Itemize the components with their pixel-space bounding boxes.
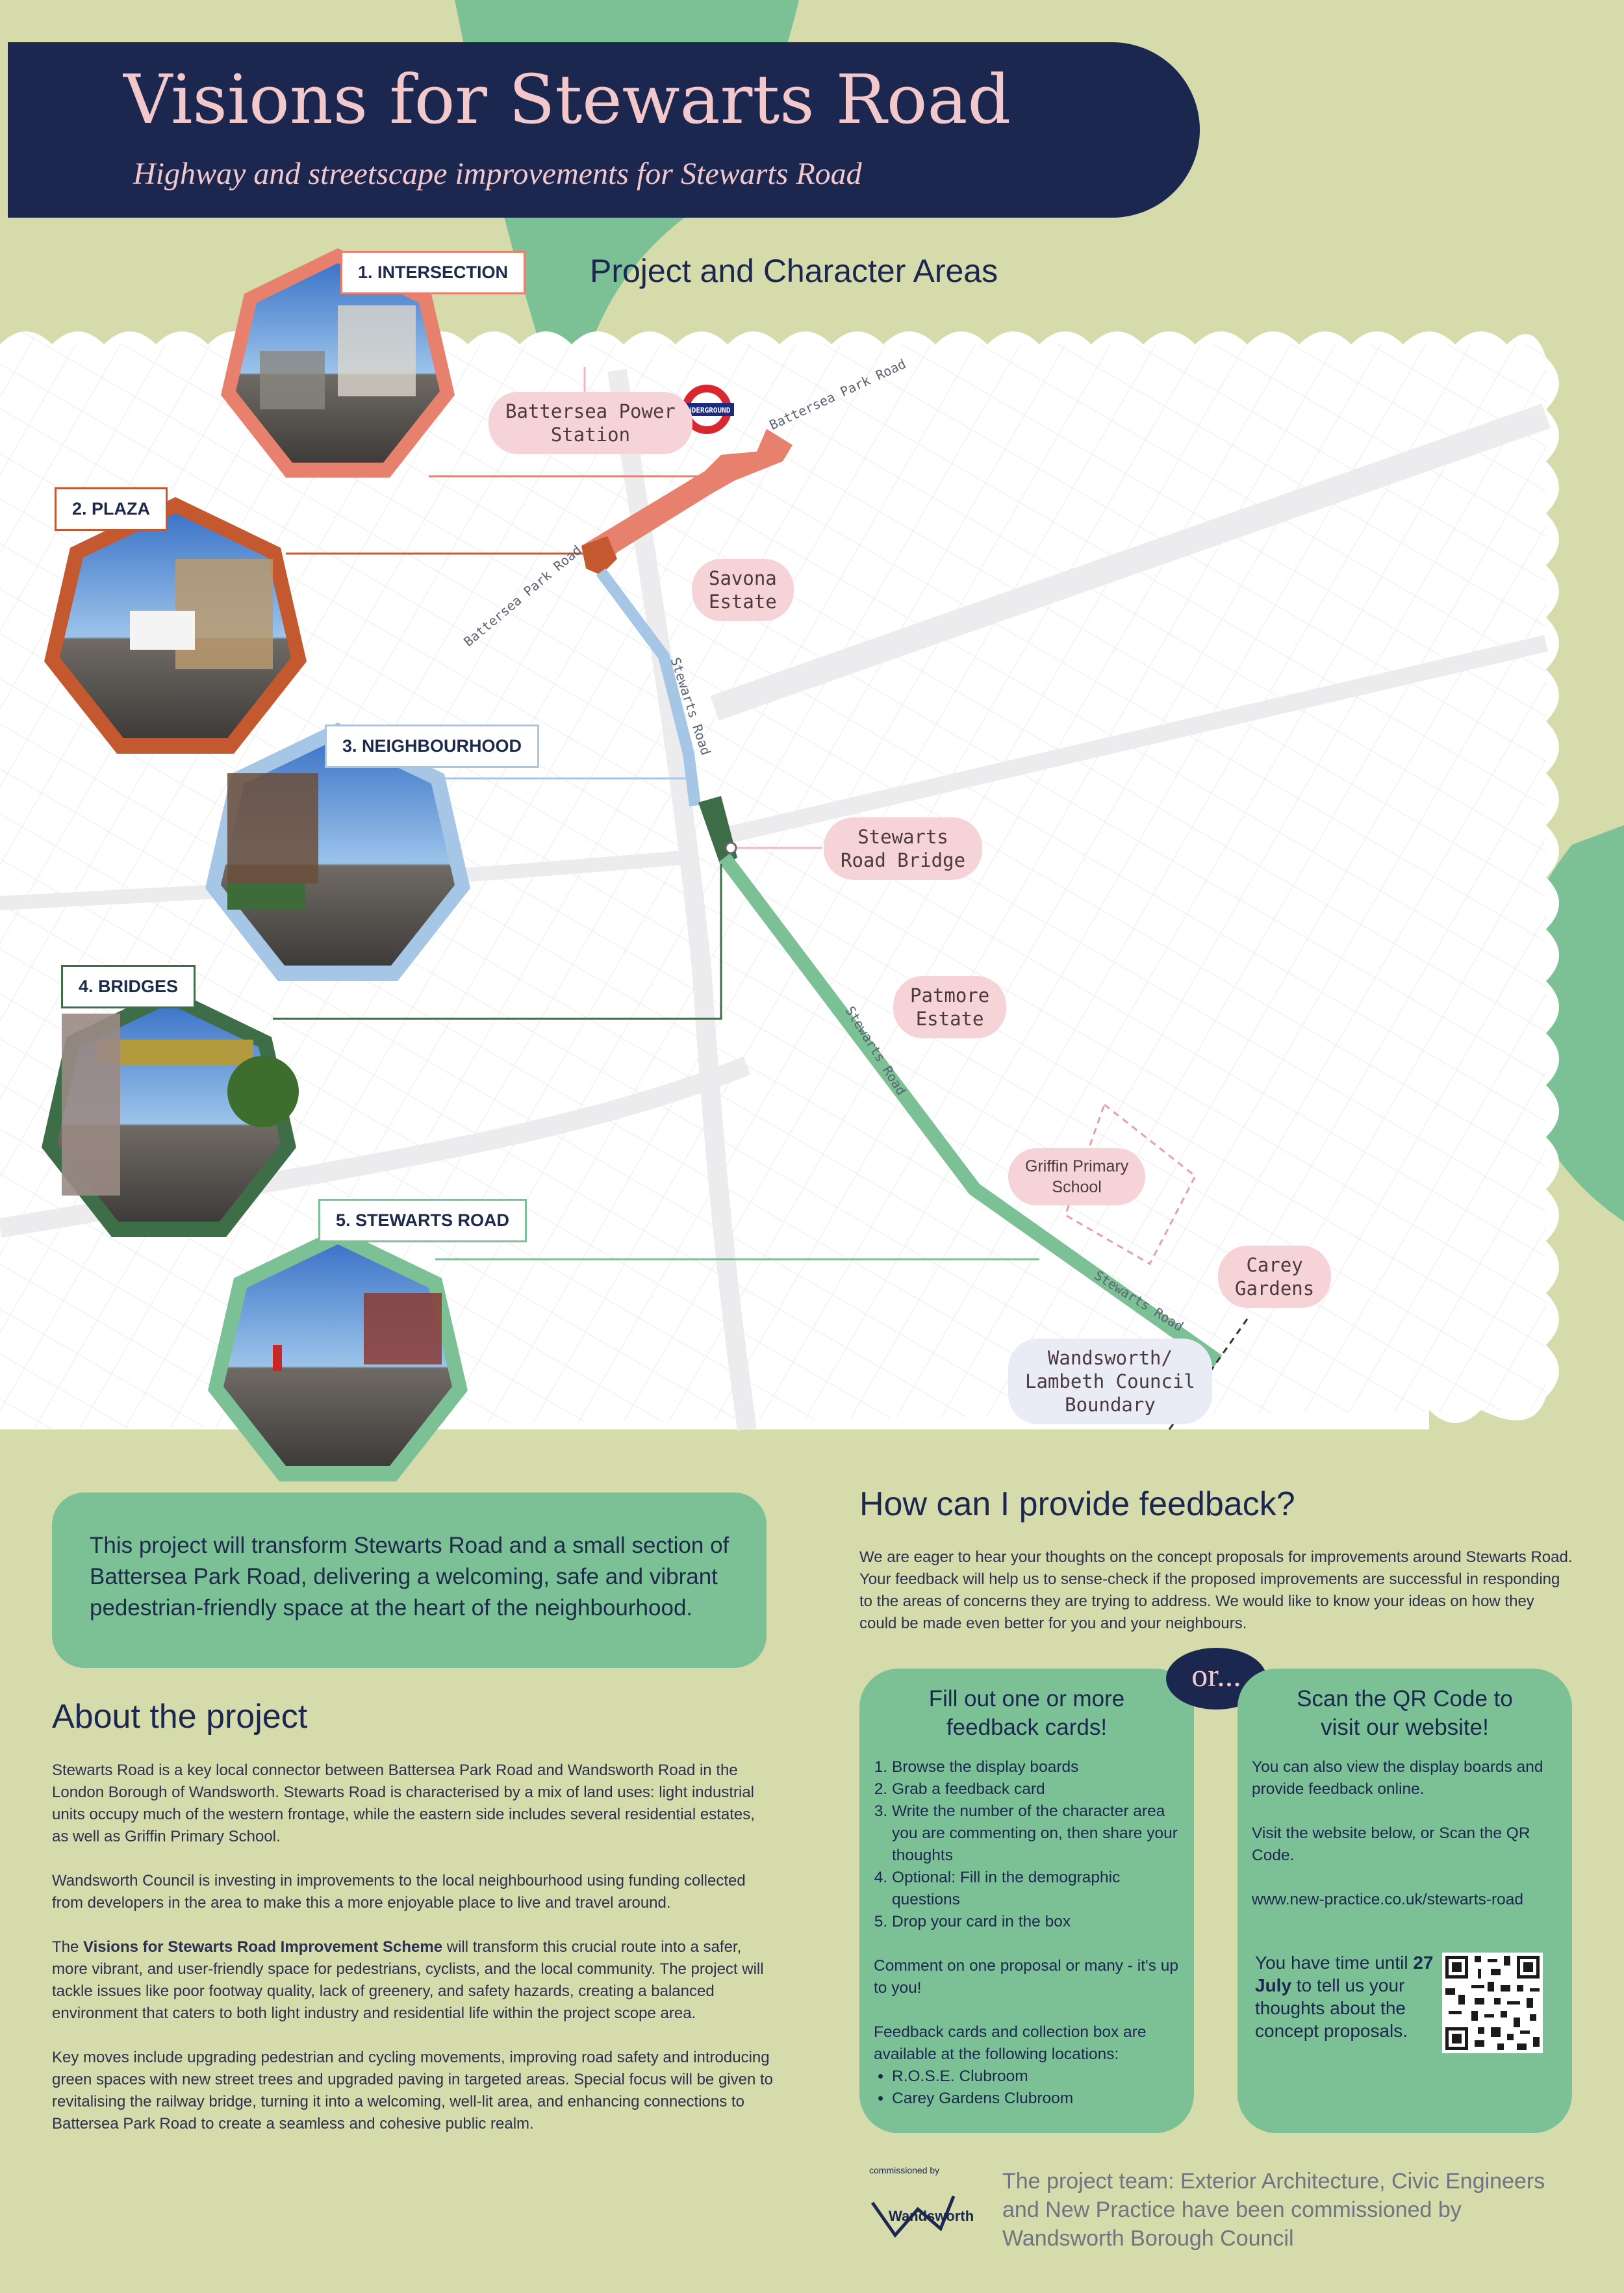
step-item: Write the number of the character area y… bbox=[892, 1800, 1179, 1867]
feedback-heading: How can I provide feedback? bbox=[859, 1485, 1295, 1523]
feedback-cards-panel: Fill out one or more feedback cards! Bro… bbox=[859, 1669, 1194, 2133]
intersection-route bbox=[581, 429, 793, 575]
location-savona-estate: Savona Estate bbox=[692, 559, 794, 621]
about-paragraph-4: Key moves include upgrading pedestrian a… bbox=[52, 2049, 773, 2133]
step-item: Grab a feedback card bbox=[892, 1778, 1179, 1800]
location-item: Carey Gardens Clubroom bbox=[892, 2088, 1179, 2110]
header-bar bbox=[8, 42, 1200, 218]
website-paragraph-2: Visit the website below, or Scan the QR … bbox=[1252, 1825, 1530, 1864]
connector-neighbourhood bbox=[416, 777, 695, 806]
project-team-text: The project team: Exterior Architecture,… bbox=[1002, 2169, 1545, 2251]
feedback-steps: Browse the display boards Grab a feedbac… bbox=[874, 1756, 1179, 1933]
website-title: Scan the QR Code to visit our website! bbox=[1297, 1686, 1513, 1740]
photo-neighbourhood bbox=[205, 723, 470, 981]
plaza-block bbox=[581, 536, 617, 575]
logo-wordmark: Wandsworth bbox=[889, 2208, 974, 2224]
step-item: Browse the display boards bbox=[892, 1756, 1179, 1778]
about-heading: About the project bbox=[52, 1698, 308, 1736]
area-label-intersection: 1. INTERSECTION bbox=[340, 251, 526, 294]
underground-icon: UNDERGROUND bbox=[679, 385, 734, 434]
bridge-marker bbox=[724, 841, 737, 854]
photo-stewarts-road bbox=[208, 1228, 468, 1481]
neighbourhood-route bbox=[596, 568, 701, 807]
about-body: Stewarts Road is a key local connector b… bbox=[52, 1760, 773, 2157]
step-item: Drop your card in the box bbox=[892, 1911, 1179, 1933]
area-photos bbox=[42, 248, 470, 1481]
commissioned-by-label: commissioned by bbox=[869, 2165, 940, 2175]
wandsworth-logo: Wandsworth bbox=[870, 2196, 974, 2238]
page-title: Visions for Stewarts Road bbox=[123, 60, 1011, 139]
photo-bridges bbox=[42, 988, 299, 1237]
about-paragraph-3: The Visions for Stewarts Road Improvemen… bbox=[52, 1938, 764, 2022]
location-item: R.O.S.E. Clubroom bbox=[892, 2066, 1179, 2088]
area-label-plaza: 2. PLAZA bbox=[55, 487, 168, 531]
location-carey-gardens: Carey Gardens bbox=[1218, 1246, 1332, 1308]
page-subtitle: Highway and streetscape improvements for… bbox=[133, 157, 862, 191]
area-label-stewarts-road: 5. STEWARTS ROAD bbox=[318, 1199, 527, 1242]
location-council-boundary: Wandsworth/ Lambeth Council Boundary bbox=[1008, 1339, 1212, 1424]
website-paragraph-1: You can also view the display boards and… bbox=[1252, 1758, 1543, 1798]
connector-bridges bbox=[273, 864, 722, 1020]
map-title: Project and Character Areas bbox=[590, 253, 998, 289]
intro-box: This project will transform Stewarts Roa… bbox=[52, 1492, 767, 1668]
collection-locations: R.O.S.E. Clubroom Carey Gardens Clubroom bbox=[874, 2066, 1179, 2110]
location-patmore-estate: Patmore Estate bbox=[893, 976, 1007, 1038]
feedback-text: We are eager to hear your thoughts on th… bbox=[859, 1548, 1573, 1632]
deadline-text: You have time until 27 July to tell us y… bbox=[1255, 1953, 1434, 2041]
intro-text: This project will transform Stewarts Roa… bbox=[90, 1533, 730, 1620]
website-url-link[interactable]: www.new-practice.co.uk/stewarts-road bbox=[1252, 1891, 1524, 1908]
location-stewarts-road-bridge: Stewarts Road Bridge bbox=[824, 817, 983, 880]
photo-intersection bbox=[221, 248, 455, 478]
location-griffin-primary-school: Griffin Primary School bbox=[1008, 1148, 1146, 1205]
locations-intro: Feedback cards and collection box are av… bbox=[874, 2023, 1147, 2063]
stewarts-road-route bbox=[718, 853, 1223, 1367]
location-battersea-power-station: Battersea Power Station bbox=[488, 392, 692, 454]
step-item: Optional: Fill in the demographic questi… bbox=[892, 1867, 1179, 1911]
area-label-bridges: 4. BRIDGES bbox=[61, 965, 196, 1008]
about-paragraph-1: Stewarts Road is a key local connector b… bbox=[52, 1761, 755, 1845]
website-body: You can also view the display boards and… bbox=[1252, 1756, 1560, 1933]
website-panel: Scan the QR Code to visit our website! Y… bbox=[1237, 1669, 1572, 2133]
qr-code[interactable] bbox=[1442, 1953, 1543, 2053]
svg-text:UNDERGROUND: UNDERGROUND bbox=[683, 406, 731, 415]
comment-note: Comment on one proposal or many - it's u… bbox=[874, 1957, 1179, 1997]
area-label-neighbourhood: 3. NEIGHBOURHOOD bbox=[325, 724, 540, 768]
feedback-cards-title: Fill out one or more feedback cards! bbox=[928, 1686, 1125, 1740]
photo-plaza bbox=[44, 497, 307, 754]
feedback-cards-body: Browse the display boards Grab a feedbac… bbox=[874, 1756, 1179, 2110]
about-paragraph-2: Wandsworth Council is investing in impro… bbox=[52, 1872, 746, 1912]
